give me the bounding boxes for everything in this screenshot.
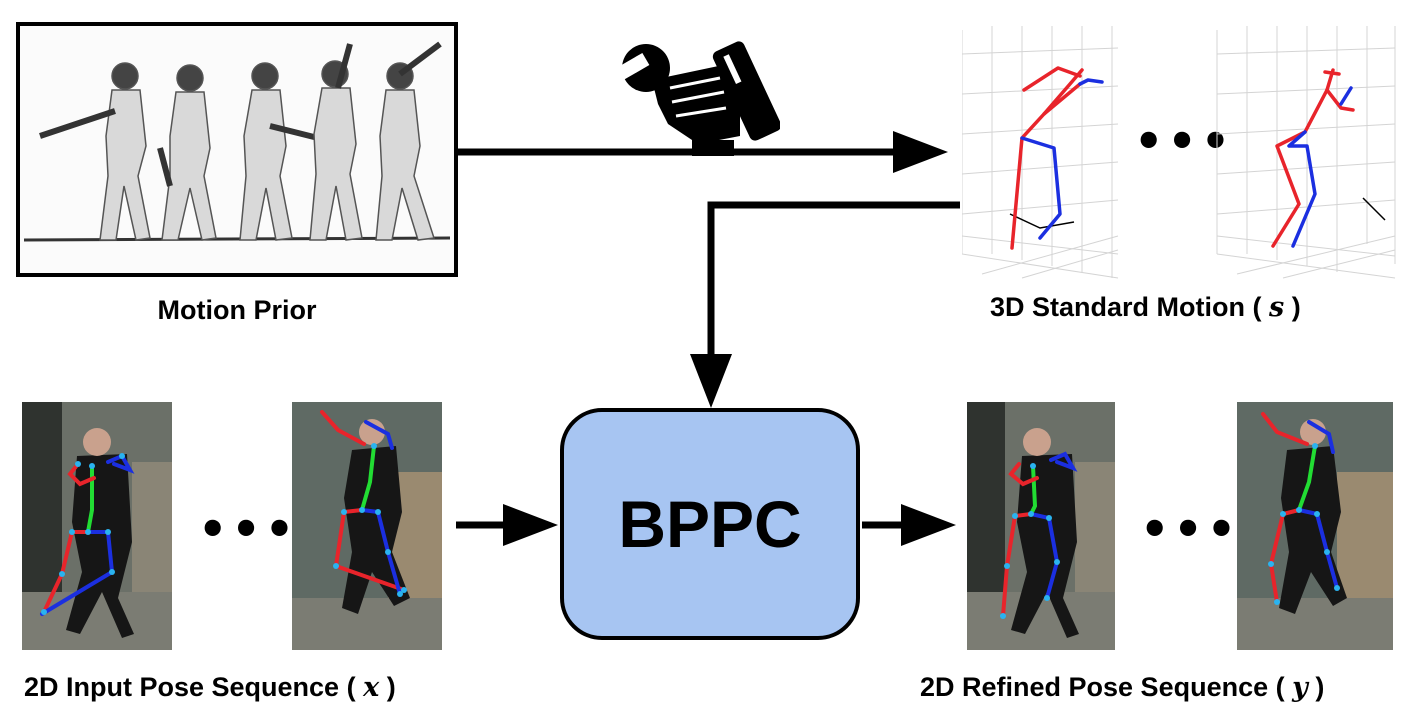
refined-sequence-text: 2D Refined Pose Sequence ( [920, 672, 1285, 702]
wrench-hand-icon [614, 41, 780, 156]
motion-prior-image [16, 22, 458, 277]
bppc-label: BPPC [618, 487, 802, 561]
pose-overlay-refined-1 [967, 402, 1115, 650]
standard-motion-ellipsis: ••• [1134, 114, 1235, 168]
standard-motion-text: 3D Standard Motion ( [990, 292, 1262, 322]
standard-motion-variable: s [1269, 292, 1285, 323]
refined-frame-2 [1237, 402, 1393, 650]
3d-skeleton-plot-1 [962, 26, 1119, 279]
input-frame-2 [292, 402, 442, 650]
refined-frame-1 [967, 402, 1115, 650]
motion-prior-text: Motion Prior [157, 295, 317, 325]
standard-motion-label: 3D Standard Motion ( s ) [990, 292, 1301, 323]
refined-sequence-variable: y [1292, 672, 1308, 703]
input-frame-1 [22, 402, 172, 650]
input-ellipsis: ••• [198, 502, 299, 556]
refined-sequence-label: 2D Refined Pose Sequence ( y ) [920, 672, 1324, 703]
pose-overlay-input-2 [292, 402, 442, 650]
standard-motion-close: ) [1291, 292, 1301, 322]
refined-ellipsis: ••• [1140, 502, 1241, 556]
input-sequence-variable: x [363, 672, 380, 703]
arrow-input-to-bppc [456, 504, 558, 546]
motion-prior-label: Motion Prior [16, 295, 458, 326]
input-sequence-close: ) [386, 672, 396, 702]
standard-motion-panel-1 [962, 24, 1122, 282]
standard-motion-panel-2 [1213, 24, 1399, 282]
bppc-module: BPPC [560, 408, 860, 640]
baseball-swing-sketch [23, 41, 451, 242]
refined-sequence-close: ) [1315, 672, 1325, 702]
arrow-prior-to-standard [458, 131, 948, 173]
input-sequence-text: 2D Input Pose Sequence ( [24, 672, 356, 702]
3d-skeleton-plot-2 [1216, 26, 1396, 279]
input-sequence-label: 2D Input Pose Sequence ( x ) [24, 672, 396, 703]
arrow-bppc-to-refined [862, 504, 956, 546]
pose-overlay-input-1 [22, 402, 172, 650]
pose-overlay-refined-2 [1237, 402, 1393, 650]
arrow-standard-to-bppc [690, 201, 960, 408]
